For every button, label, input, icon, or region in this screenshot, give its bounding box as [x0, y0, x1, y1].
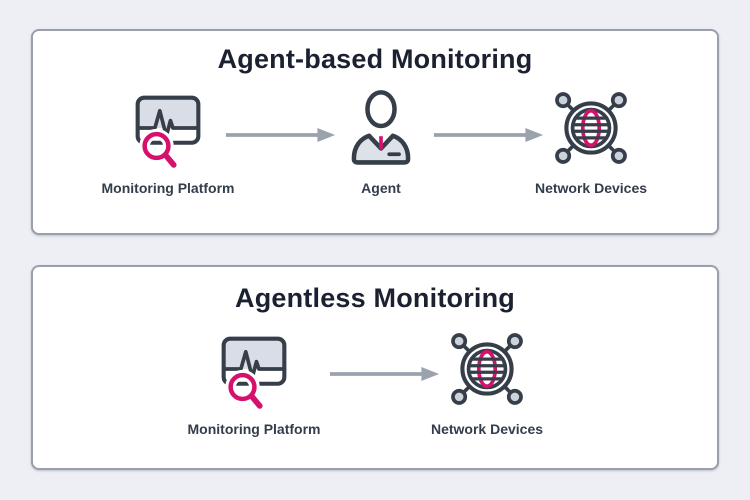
node-network-devices: Network Devices — [496, 87, 686, 196]
node-label: Network Devices — [430, 421, 544, 437]
panel-title-agentless: Agentless Monitoring — [235, 283, 515, 313]
panel-agentless: Agentless Monitoring Monitoring Platform… — [31, 265, 719, 470]
network-devices-icon — [550, 87, 632, 169]
node-monitoring-platform: Monitoring Platform — [73, 87, 263, 196]
monitor-search-icon — [127, 87, 209, 169]
node-label: Monitoring Platform — [187, 421, 321, 437]
agent-person-icon — [340, 87, 422, 169]
node-agent: Agent — [286, 87, 476, 196]
node-network-devices: Network Devices — [392, 328, 582, 437]
node-label: Network Devices — [534, 180, 648, 196]
node-label: Agent — [361, 180, 401, 196]
monitor-search-icon — [213, 328, 295, 410]
node-label: Monitoring Platform — [101, 180, 235, 196]
network-devices-icon — [446, 328, 528, 410]
panel-agent-based: Agent-based Monitoring Monitoring Platfo… — [31, 29, 719, 235]
panel-title-agent-based: Agent-based Monitoring — [217, 44, 533, 74]
node-monitoring-platform: Monitoring Platform — [159, 328, 349, 437]
